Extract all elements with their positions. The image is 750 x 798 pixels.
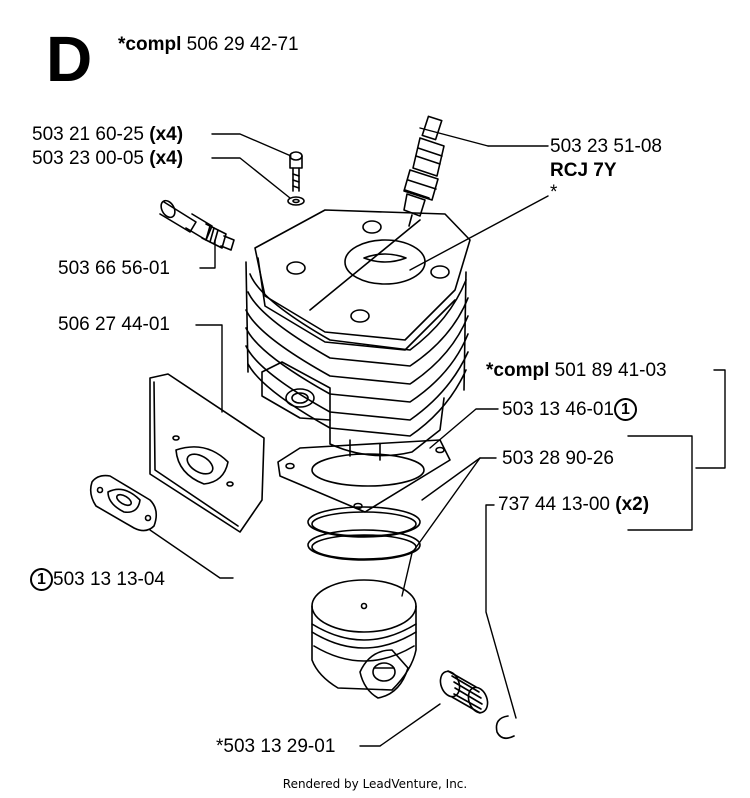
needle-bearing — [439, 670, 489, 714]
decompression-valve — [159, 199, 235, 251]
leader-lines — [149, 127, 726, 747]
cylinder-set-number: 501 89 41-03 — [554, 360, 667, 381]
label-piston-rings[interactable]: 503 28 90-26 — [502, 448, 614, 469]
cylinder-set-prefix: *compl — [486, 360, 550, 381]
screw-number: 503 21 60-25 — [32, 124, 144, 145]
label-spark-plug-type: RCJ 7Y — [550, 160, 617, 181]
cylinder-gasket-number: 503 13 46-01 — [502, 399, 614, 420]
muffler-gasket-number: 503 13 13-04 — [53, 569, 165, 590]
cylinder-gasket-ref: 1 — [614, 398, 637, 421]
piston — [311, 579, 417, 699]
cylinder-screw — [289, 151, 303, 192]
label-spark-plug-note: * — [550, 182, 558, 203]
header-assembly: *compl 506 29 42-71 — [118, 34, 299, 56]
washer-number: 503 23 00-05 — [32, 148, 144, 169]
section-letter: D — [46, 23, 93, 95]
circlip-number: 737 44 13-00 — [498, 494, 610, 515]
header-number: 506 29 42-71 — [186, 34, 299, 55]
spark-plug — [403, 115, 445, 227]
label-decompression-valve[interactable]: 503 66 56-01 — [58, 258, 170, 279]
muffler-gasket — [89, 474, 158, 532]
label-circlip[interactable]: 737 44 13-00 (x2) — [498, 494, 649, 516]
label-cylinder-set[interactable]: *compl 501 89 41-03 — [486, 360, 667, 382]
circlip — [495, 715, 515, 740]
washer — [287, 196, 305, 206]
footer-credit: Rendered by LeadVenture, Inc. — [282, 777, 468, 791]
label-washer[interactable]: 503 23 00-05 (x4) — [32, 148, 183, 170]
label-needle-bearing[interactable]: *503 13 29-01 — [216, 736, 336, 757]
cylinder — [245, 209, 471, 461]
muffler-gasket-ref: 1 — [30, 568, 53, 591]
circlip-qty: (x2) — [615, 494, 650, 515]
cylinder-gasket — [277, 439, 451, 513]
heat-shield — [149, 373, 265, 533]
label-screw[interactable]: 503 21 60-25 (x4) — [32, 124, 183, 146]
piston-rings — [307, 506, 421, 561]
label-heat-shield[interactable]: 506 27 44-01 — [58, 314, 170, 335]
header-prefix: *compl — [118, 34, 182, 55]
label-spark-plug[interactable]: 503 23 51-08 — [550, 136, 662, 157]
screw-qty: (x4) — [149, 124, 184, 145]
washer-qty: (x4) — [149, 148, 184, 169]
